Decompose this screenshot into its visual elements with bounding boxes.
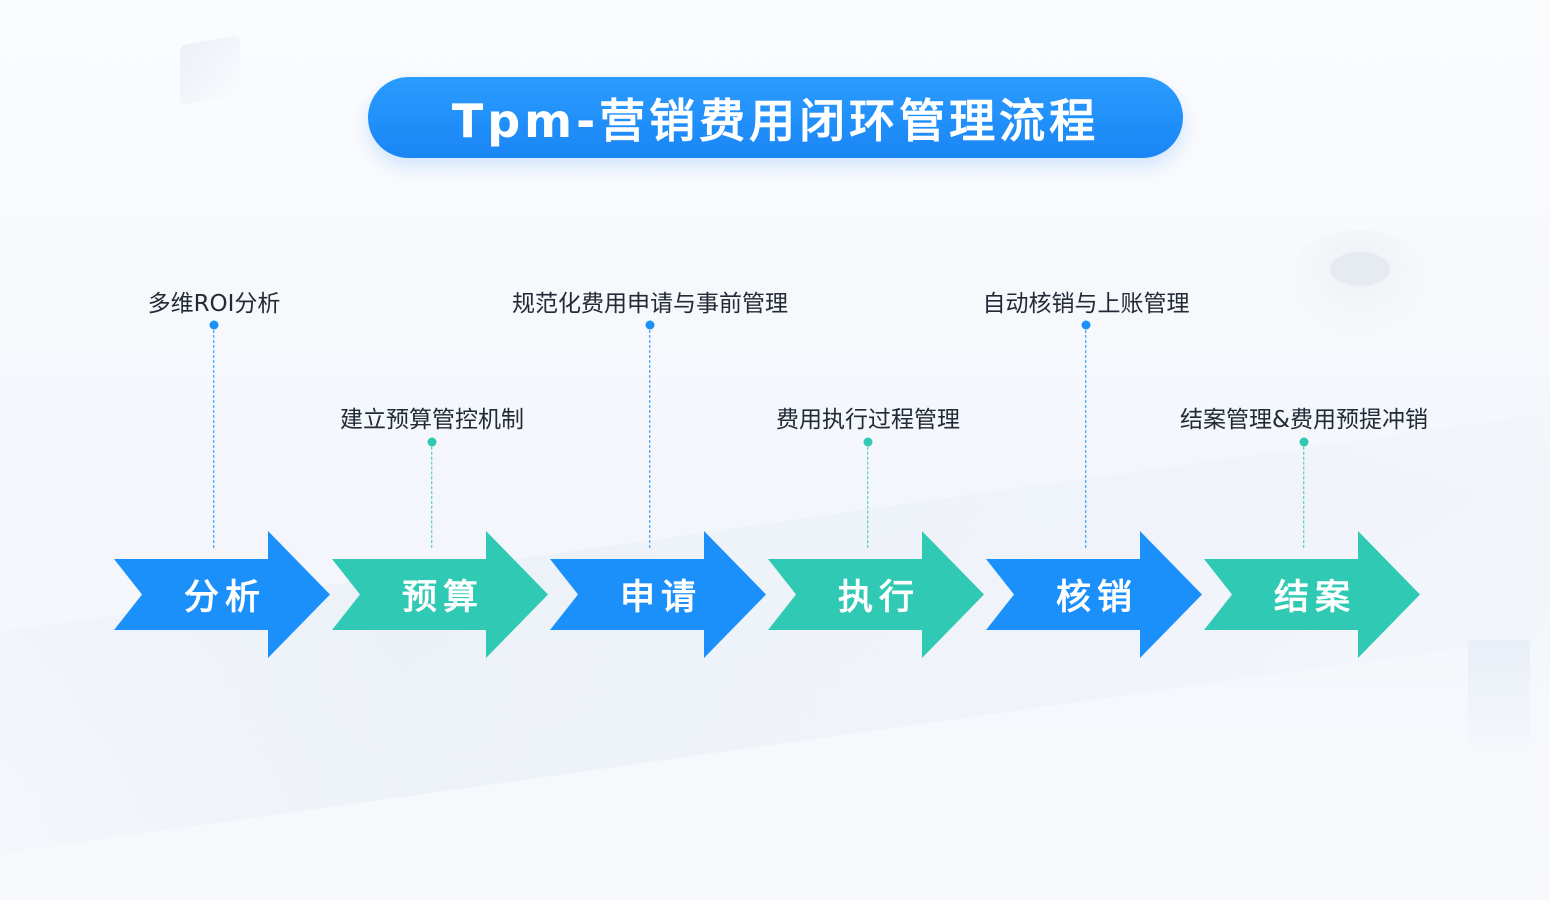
step-arrow-3: 申请	[550, 531, 766, 658]
step-label-4: 执行	[837, 578, 920, 618]
background-disc-decoration	[1284, 230, 1434, 340]
step-label-5: 核销	[1055, 578, 1138, 618]
step-arrow-polygon-2	[332, 531, 548, 658]
step-label-6: 结案	[1273, 578, 1356, 618]
step-arrow-4: 执行	[768, 531, 984, 658]
step-arrow-1: 分析	[114, 531, 330, 658]
step-arrow-polygon-4	[768, 531, 984, 658]
step-description-2: 建立预算管控机制	[340, 407, 524, 433]
step-marker-dot-1	[209, 320, 219, 330]
step-marker-dot-6	[1299, 437, 1309, 447]
step-connector-line-1	[213, 325, 215, 548]
step-description-4: 费用执行过程管理	[776, 407, 960, 433]
step-description-1: 多维ROI分析	[147, 291, 281, 317]
step-connector-line-6	[1303, 442, 1305, 548]
step-arrow-6: 结案	[1204, 531, 1420, 658]
step-arrow-polygon-1	[114, 531, 330, 658]
background-disc-inner-decoration	[1330, 252, 1390, 286]
step-description-3: 规范化费用申请与事前管理	[512, 291, 788, 317]
step-marker-dot-4	[863, 437, 873, 447]
step-arrow-shape-2	[332, 531, 548, 658]
step-arrow-2: 预算	[332, 531, 548, 658]
title-banner: Tpm-营销费用闭环管理流程	[368, 77, 1183, 158]
step-marker-dot-3	[645, 320, 655, 330]
step-connector-line-2	[431, 442, 433, 548]
step-description-6: 结案管理&费用预提冲销	[1180, 407, 1428, 433]
step-arrow-shape-1	[114, 531, 330, 658]
page-title: Tpm-营销费用闭环管理流程	[451, 93, 1100, 148]
step-arrow-shape-3	[550, 531, 766, 658]
step-arrow-polygon-3	[550, 531, 766, 658]
step-arrow-shape-5	[986, 531, 1202, 658]
background-cube-decoration	[180, 34, 240, 106]
step-label-1: 分析	[183, 578, 266, 618]
step-label-3: 申请	[619, 578, 702, 618]
step-connector-line-4	[867, 442, 869, 548]
background-pillar-decoration	[1468, 640, 1530, 750]
step-marker-dot-5	[1081, 320, 1091, 330]
step-arrow-shape-4	[768, 531, 984, 658]
step-description-5: 自动核销与上账管理	[982, 291, 1190, 317]
step-arrow-polygon-6	[1204, 531, 1420, 658]
step-marker-dot-2	[427, 437, 437, 447]
step-arrow-polygon-5	[986, 531, 1202, 658]
step-connector-line-5	[1085, 325, 1087, 548]
step-arrow-5: 核销	[986, 531, 1202, 658]
step-label-2: 预算	[401, 578, 484, 618]
step-arrow-shape-6	[1204, 531, 1420, 658]
step-connector-line-3	[649, 325, 651, 548]
